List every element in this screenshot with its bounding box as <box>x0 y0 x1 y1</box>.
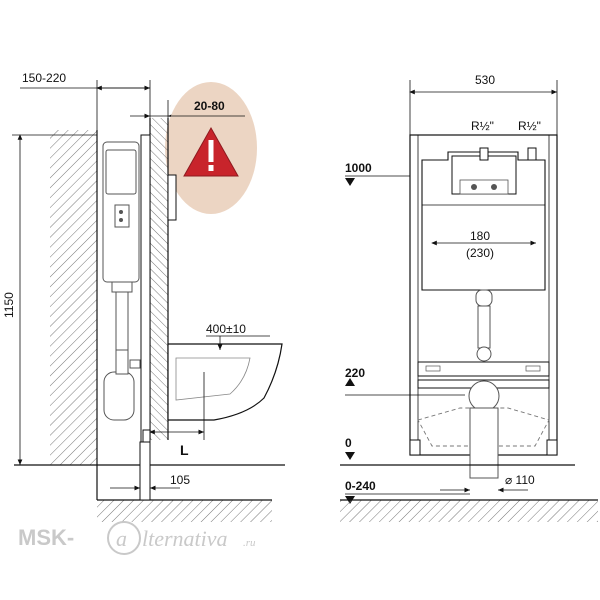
watermark: MSK- a lternativa .ru <box>18 521 256 555</box>
watermark-rest: lternativa <box>142 526 228 551</box>
dim-L-label: L <box>180 442 189 458</box>
connector <box>129 359 141 369</box>
level-marker <box>345 452 355 460</box>
foot-right <box>546 439 558 456</box>
front-flush-pipe <box>477 305 491 349</box>
level-marker <box>345 378 355 386</box>
watermark-brand: MSK- <box>18 525 74 550</box>
foot-left <box>409 439 421 456</box>
dim-wall-gap-label: 150-220 <box>22 71 66 85</box>
warning-icon <box>183 126 239 177</box>
dim-bowl-label: 400±10 <box>206 322 246 336</box>
cistern-top <box>105 149 137 195</box>
flush-plate <box>167 174 177 221</box>
dim-230-label: (230) <box>466 246 494 260</box>
finish-wall-hatch <box>150 118 168 440</box>
wc-bowl-inner <box>175 357 251 401</box>
level-1000-label: 1000 <box>345 161 372 175</box>
frame-post <box>140 134 151 446</box>
wc-bowl <box>167 343 283 421</box>
front-flush-bend <box>475 289 493 307</box>
dim-base-label: 105 <box>170 473 190 487</box>
level-0-label: 0 <box>345 436 352 450</box>
floor-hatch <box>97 500 272 522</box>
frame-foot <box>142 429 151 443</box>
front-flush-outlet <box>476 346 492 362</box>
cistern-outlet <box>111 281 133 293</box>
level-marker <box>345 178 355 186</box>
inlet-right-label: R½" <box>518 119 541 133</box>
side-view: 150-220 20-80 1150 <box>2 71 285 522</box>
level-0-240-label: 0-240 <box>345 479 376 493</box>
inlet-left-label: R½" <box>471 119 494 133</box>
watermark-logo-letter: a <box>116 526 127 551</box>
level-220-label: 220 <box>345 366 365 380</box>
flush-pipe <box>115 291 129 353</box>
watermark-logo-ring <box>107 521 141 555</box>
cistern-valve <box>114 204 130 228</box>
crossbar <box>417 361 550 377</box>
drain-opening <box>468 380 500 412</box>
pipe-diameter-label: ⌀ 110 <box>505 473 535 487</box>
wall-hatch <box>50 130 97 465</box>
drain-elbow <box>103 371 135 421</box>
flush-pipe-lower <box>115 349 129 375</box>
dim-180-label: 180 <box>470 229 490 243</box>
watermark-tld: .ru <box>243 537 256 549</box>
front-view: 530 R½" R½" 1000 180 (230) <box>340 73 598 522</box>
dim-height-label: 1150 <box>2 292 16 318</box>
dim-finish-label: 20-80 <box>194 99 225 113</box>
floor-hatch-front <box>340 500 598 522</box>
dim-width-label: 530 <box>475 73 495 87</box>
bowl-outline-dashed <box>417 407 550 447</box>
drain-pipe <box>469 407 499 479</box>
frame-leg <box>139 441 151 501</box>
